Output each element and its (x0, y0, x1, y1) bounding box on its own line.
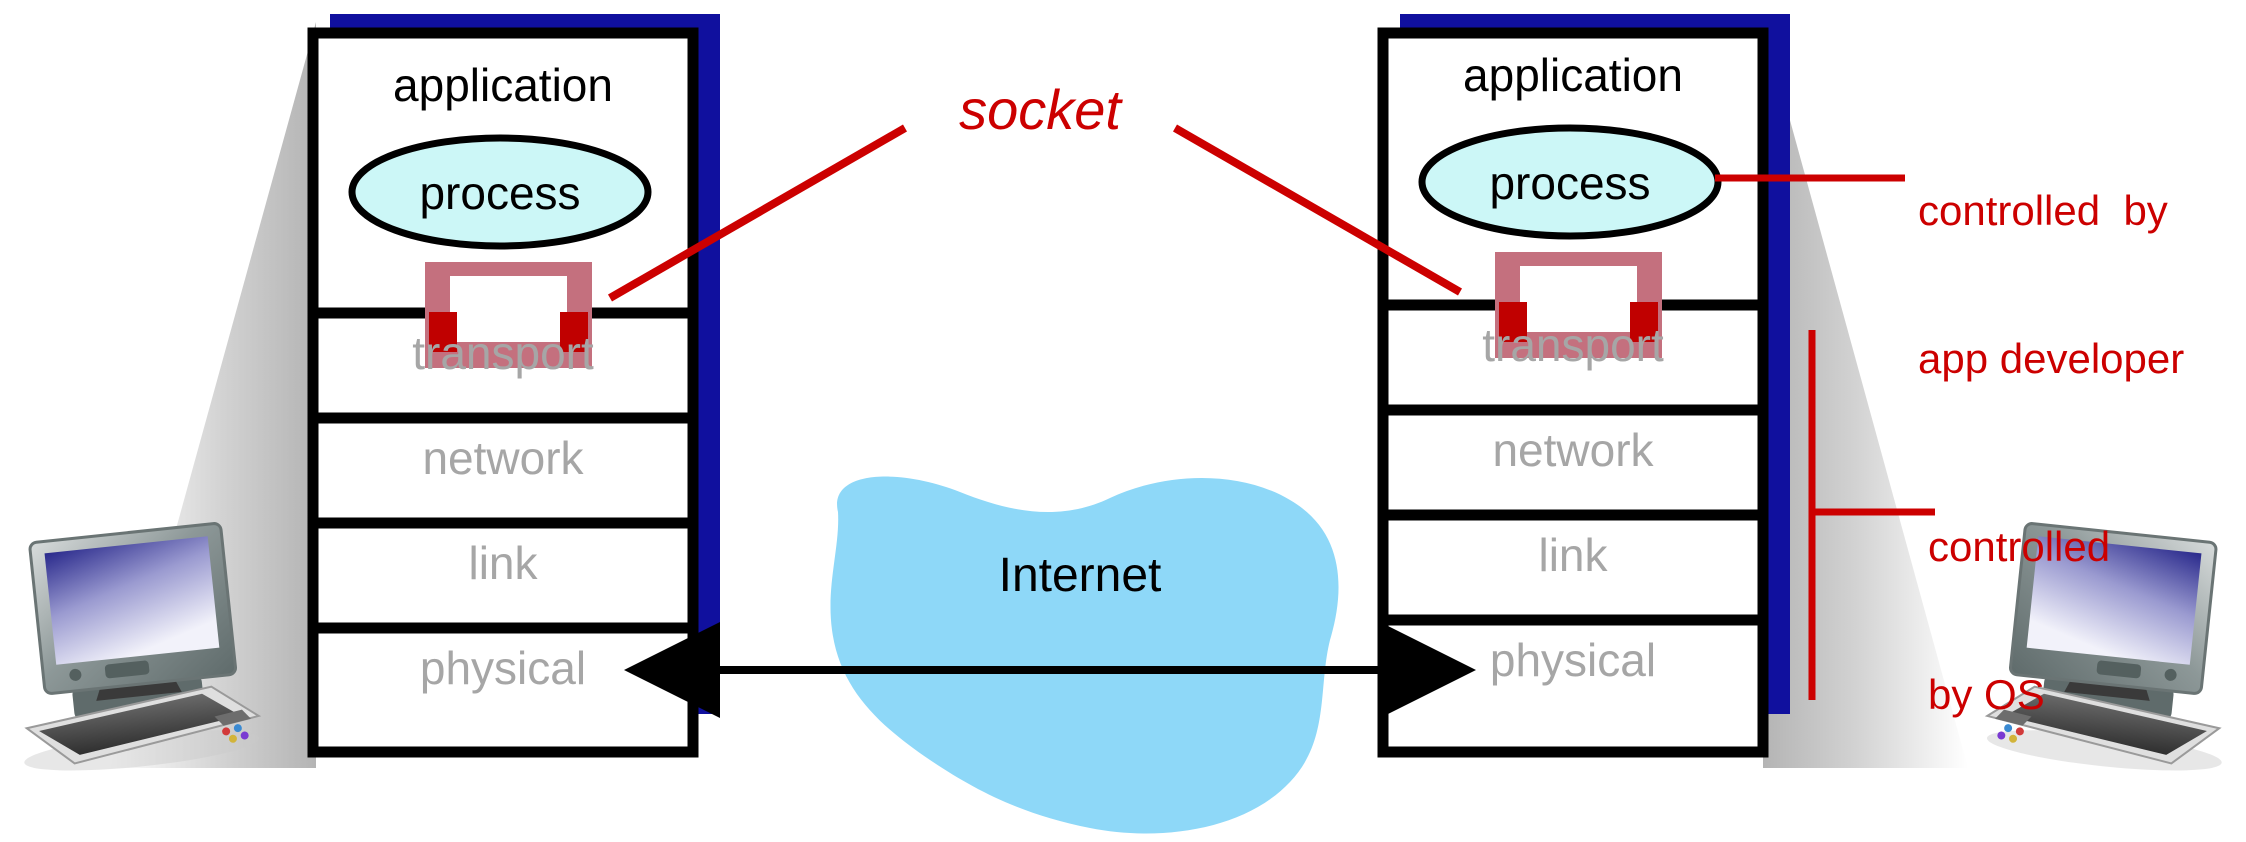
right-layer-label-application: application (1463, 49, 1683, 101)
annotation-app-developer-line1: controlled by (1918, 187, 2168, 235)
left-layer-label-link: link (468, 537, 538, 589)
right-layer-label-link: link (1538, 529, 1608, 581)
left-desktop-computer (24, 522, 262, 771)
annotation-app-developer: controlled by app developer (1918, 88, 2184, 481)
right-layer-label-network: network (1492, 424, 1654, 476)
right-socket-icon (1495, 252, 1662, 358)
left-keyboard (24, 685, 262, 765)
right-layer-label-transport: transport (1482, 319, 1664, 371)
right-desktop-computer (1984, 522, 2222, 771)
annotation-os-line1: controlled (1928, 523, 2111, 571)
right-keyboard (1984, 685, 2222, 765)
internet-cloud (830, 476, 1339, 834)
right-host-stack (1377, 14, 1790, 758)
annotation-os: controlled by OS (1928, 424, 2110, 817)
annotation-app-developer-line2: app developer (1918, 334, 2185, 382)
socket-callout-label: socket (959, 78, 1121, 141)
socket-leader-lines (608, 124, 1462, 302)
right-process-label: process (1489, 157, 1651, 209)
left-process-label: process (419, 167, 581, 219)
internet-cloud-label: Internet (998, 549, 1162, 602)
left-layer-label-physical: physical (419, 642, 587, 694)
left-socket-icon (425, 262, 592, 368)
annotation-os-line2: by OS (1928, 670, 2045, 718)
right-layer-label-physical: physical (1489, 634, 1657, 686)
left-layer-label-network: network (422, 432, 584, 484)
left-layer-label-transport: transport (412, 327, 594, 379)
left-layer-label-application: application (393, 59, 613, 111)
os-leader-line (1808, 330, 1935, 700)
